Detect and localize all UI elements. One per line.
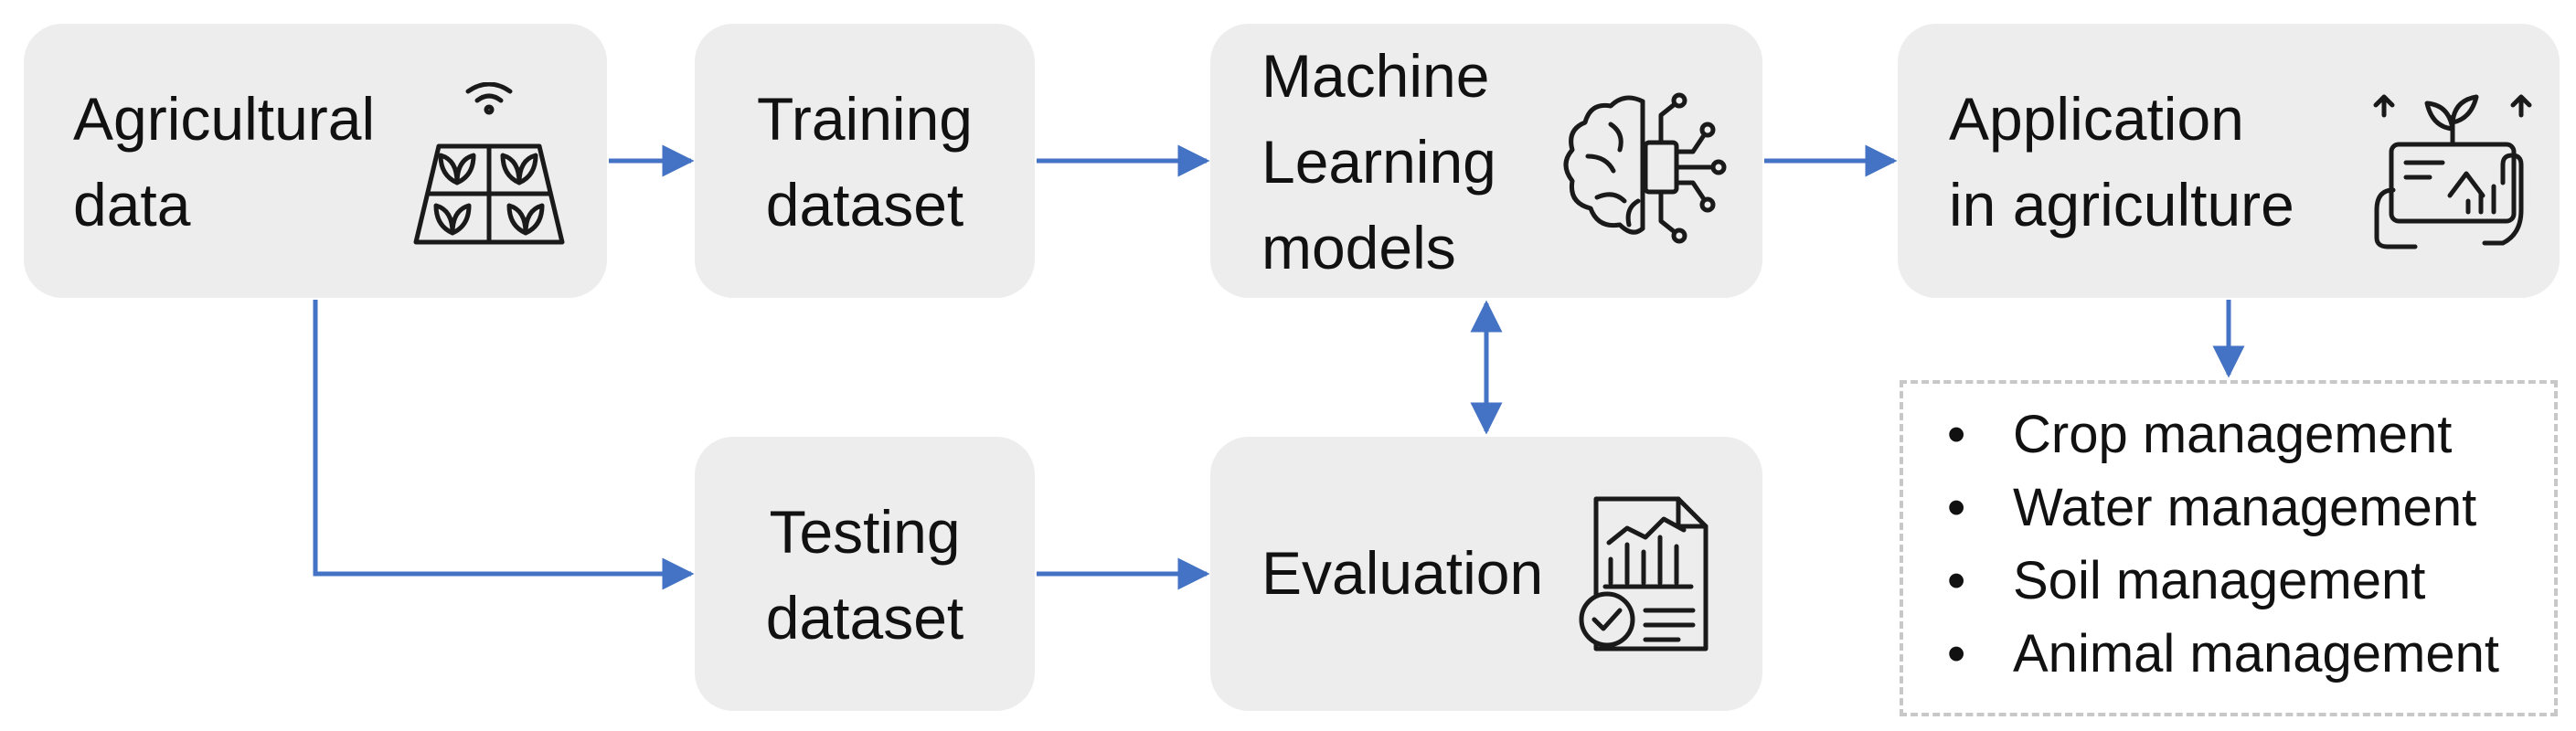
testing-dataset-line-2: dataset (765, 584, 964, 652)
ml-models-box (1210, 24, 1762, 298)
bullet-marker: • (1947, 624, 1966, 683)
training-dataset-line-2: dataset (765, 171, 964, 238)
testing-dataset-box (695, 437, 1035, 711)
evaluation-label: Evaluation (1261, 530, 1543, 616)
testing-dataset-label: Testing dataset (695, 489, 1035, 661)
list-item: • Water management (1947, 471, 2554, 545)
list-item: • Crop management (1947, 398, 2554, 471)
application-line-1: Application (1949, 85, 2244, 153)
smart-farming-tablet-icon (2373, 94, 2532, 249)
agricultural-data-label: Agricultural data (73, 76, 375, 248)
list-item-label: Water management (2013, 478, 2477, 537)
ai-brain-circuit-icon (1563, 92, 1727, 244)
bullet-marker: • (1947, 405, 1966, 464)
application-label: Application in agriculture (1949, 76, 2294, 248)
evaluation-box (1210, 437, 1762, 711)
applications-list: • Crop management • Water management • Soil… (1900, 380, 2558, 716)
bullet-marker: • (1947, 478, 1966, 537)
arrow-data-to-testing (313, 300, 695, 590)
training-dataset-box (695, 24, 1035, 298)
bullet-marker: • (1947, 551, 1966, 610)
ml-models-line-3: models (1261, 214, 1456, 281)
agricultural-data-line-1: Agricultural (73, 85, 376, 153)
application-line-2: in agriculture (1949, 171, 2294, 238)
ml-models-label: Machine Learning models (1261, 33, 1496, 291)
list-item: • Animal management (1947, 618, 2554, 691)
agricultural-data-line-2: data (73, 171, 191, 238)
application-box (1898, 24, 2560, 298)
training-dataset-line-1: Training (757, 85, 973, 153)
report-check-icon (1579, 496, 1708, 652)
list-item-label: Animal management (2013, 624, 2499, 683)
training-dataset-label: Training dataset (695, 76, 1035, 248)
list-item-label: Soil management (2013, 551, 2426, 610)
crop-field-sensor-icon (413, 82, 565, 245)
evaluation-line-1: Evaluation (1261, 539, 1544, 607)
ml-models-line-2: Learning (1261, 128, 1496, 196)
ml-models-line-1: Machine (1261, 42, 1490, 110)
list-item-label: Crop management (2013, 405, 2453, 464)
list-item: • Soil management (1947, 545, 2554, 618)
testing-dataset-line-1: Testing (769, 498, 961, 566)
